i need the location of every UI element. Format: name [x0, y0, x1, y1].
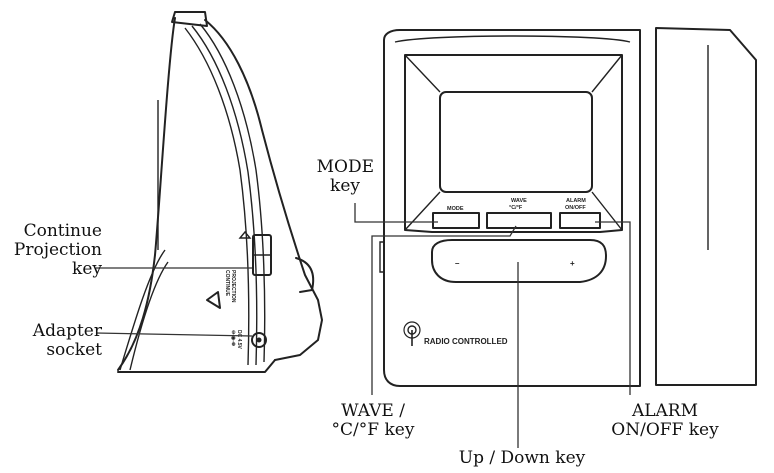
front-body [383, 29, 641, 387]
side-projection-text-1: PROJECTION [230, 270, 236, 303]
adapter-socket[interactable] [251, 332, 267, 348]
continue-projection-label: Continue Projection key [6, 222, 102, 279]
up-down-key-label: Up / Down key [458, 448, 586, 468]
alarm-key-label-line2: ON/OFF key [611, 420, 719, 440]
alarm-button[interactable] [559, 212, 601, 229]
up-down-rocker[interactable] [431, 239, 607, 283]
leader-lines [95, 203, 631, 448]
adapter-socket-label-line2: socket [46, 340, 102, 360]
lcd-display [439, 91, 593, 193]
wave-button-label-1: WAVE [511, 198, 527, 204]
right-panel [655, 27, 757, 386]
front-view: MODE WAVE °C/°F ALARM ON/OFF – + RADIO C… [379, 27, 757, 387]
mode-button[interactable] [432, 212, 480, 229]
wave-button[interactable] [486, 212, 552, 229]
plus-symbol: + [570, 259, 575, 268]
adapter-socket-label-line1: Adapter [32, 321, 102, 341]
side-front-edge [204, 19, 323, 361]
wave-button-label-2: °C/°F [509, 205, 523, 211]
alarm-key-label-line1: ALARM [631, 401, 699, 421]
mode-key-label: MODE key [282, 158, 374, 196]
alarm-key-label: ALARM ON/OFF key [590, 402, 740, 440]
side-base [117, 359, 276, 373]
wave-key-label-line2: °C/°F key [331, 420, 415, 440]
side-projection-text-2: CONTINUE [224, 270, 230, 297]
continue-projection-label-line2: Projection [13, 240, 102, 260]
wave-key-label: WAVE / °C/°F key [318, 402, 428, 440]
adapter-socket-label: Adapter socket [6, 322, 102, 360]
mode-button-label: MODE [447, 206, 464, 212]
side-view: PROJECTION CONTINUE DC 4.5V ⊖-◉-⊕ [117, 11, 323, 373]
minus-symbol: – [455, 259, 460, 268]
continue-projection-label-line1: Continue [23, 221, 102, 241]
side-dc-text-1: DC 4.5V [236, 330, 242, 350]
wave-key-label-line1: WAVE / [341, 401, 405, 421]
radio-antenna-icon [403, 321, 421, 346]
alarm-button-label-1: ALARM [566, 198, 586, 204]
radio-controlled-text: RADIO CONTROLLED [424, 337, 508, 346]
mode-key-label-line2: key [330, 176, 360, 196]
side-dc-text-2: ⊖-◉-⊕ [230, 330, 236, 346]
mode-key-label-line1: MODE [316, 157, 374, 177]
side-back-edge [117, 17, 176, 371]
alarm-button-label-2: ON/OFF [565, 205, 586, 211]
continue-projection-label-line3: key [72, 259, 102, 279]
